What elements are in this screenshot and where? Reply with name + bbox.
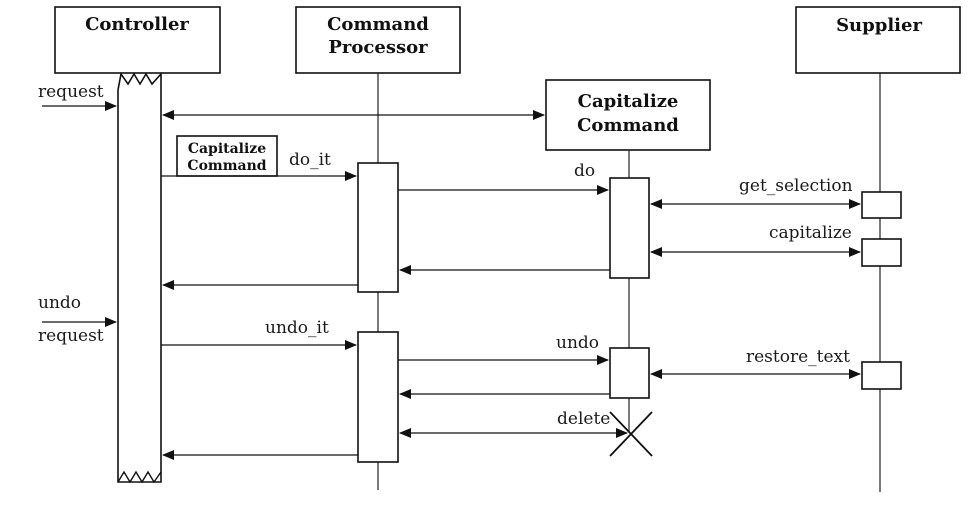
capitalize-command-activation-1 [609,177,650,279]
restore-text-label: restore_text [746,347,850,367]
supplier-label: Supplier [836,15,922,36]
capitalize-command-activation-2 [609,347,650,399]
capitalize-command-label-line2: Command [577,115,679,136]
capitalize-label: capitalize [769,223,852,243]
undo-request-label-line2: request [38,326,104,346]
delete-label: delete [557,409,610,429]
command-processor-label-line2: Processor [328,37,428,58]
do-label: do [574,161,595,181]
controller-label: Controller [85,14,189,35]
capitalize-command-label-line1: Capitalize [578,91,679,112]
supplier-activation-get-selection [861,191,902,219]
get-selection-label: get_selection [739,176,853,196]
controller-participant: Controller [54,6,221,74]
command-processor-label-line1: Command [327,14,429,35]
undo-it-label: undo_it [265,318,329,338]
embedded-capitalize-command-box: Capitalize Command [176,135,278,177]
command-processor-activation-2 [357,331,399,463]
command-processor-participant: Command Processor [295,6,461,74]
do-it-label: do_it [289,150,331,170]
undo-request-label-line1: undo [38,293,81,313]
undo-label: undo [556,333,599,353]
capitalize-command-participant: Capitalize Command [545,79,711,151]
embedded-box-label-line2: Command [187,158,266,174]
destroy-x-icon [609,411,653,457]
controller-activation-bar [117,71,162,484]
embedded-box-label-line1: Capitalize [188,141,266,157]
supplier-participant: Supplier [795,6,961,74]
command-processor-activation-1 [357,162,399,293]
request-label: request [38,82,104,102]
supplier-activation-capitalize [861,238,902,267]
supplier-activation-restore-text [861,361,902,390]
